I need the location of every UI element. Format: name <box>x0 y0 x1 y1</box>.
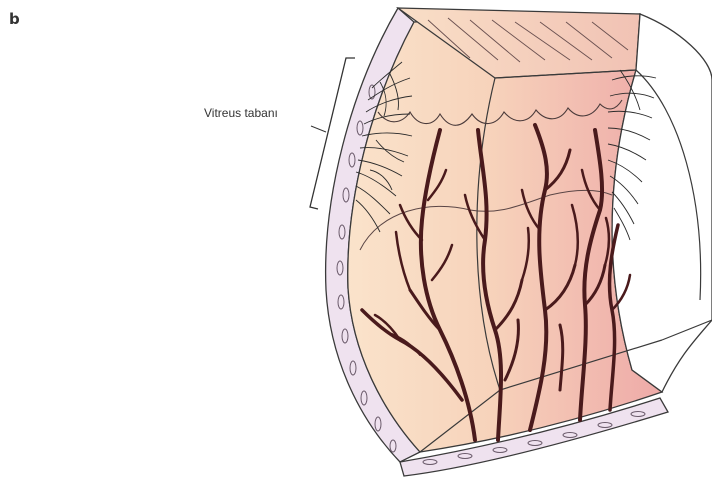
label-leader-line <box>311 126 326 132</box>
